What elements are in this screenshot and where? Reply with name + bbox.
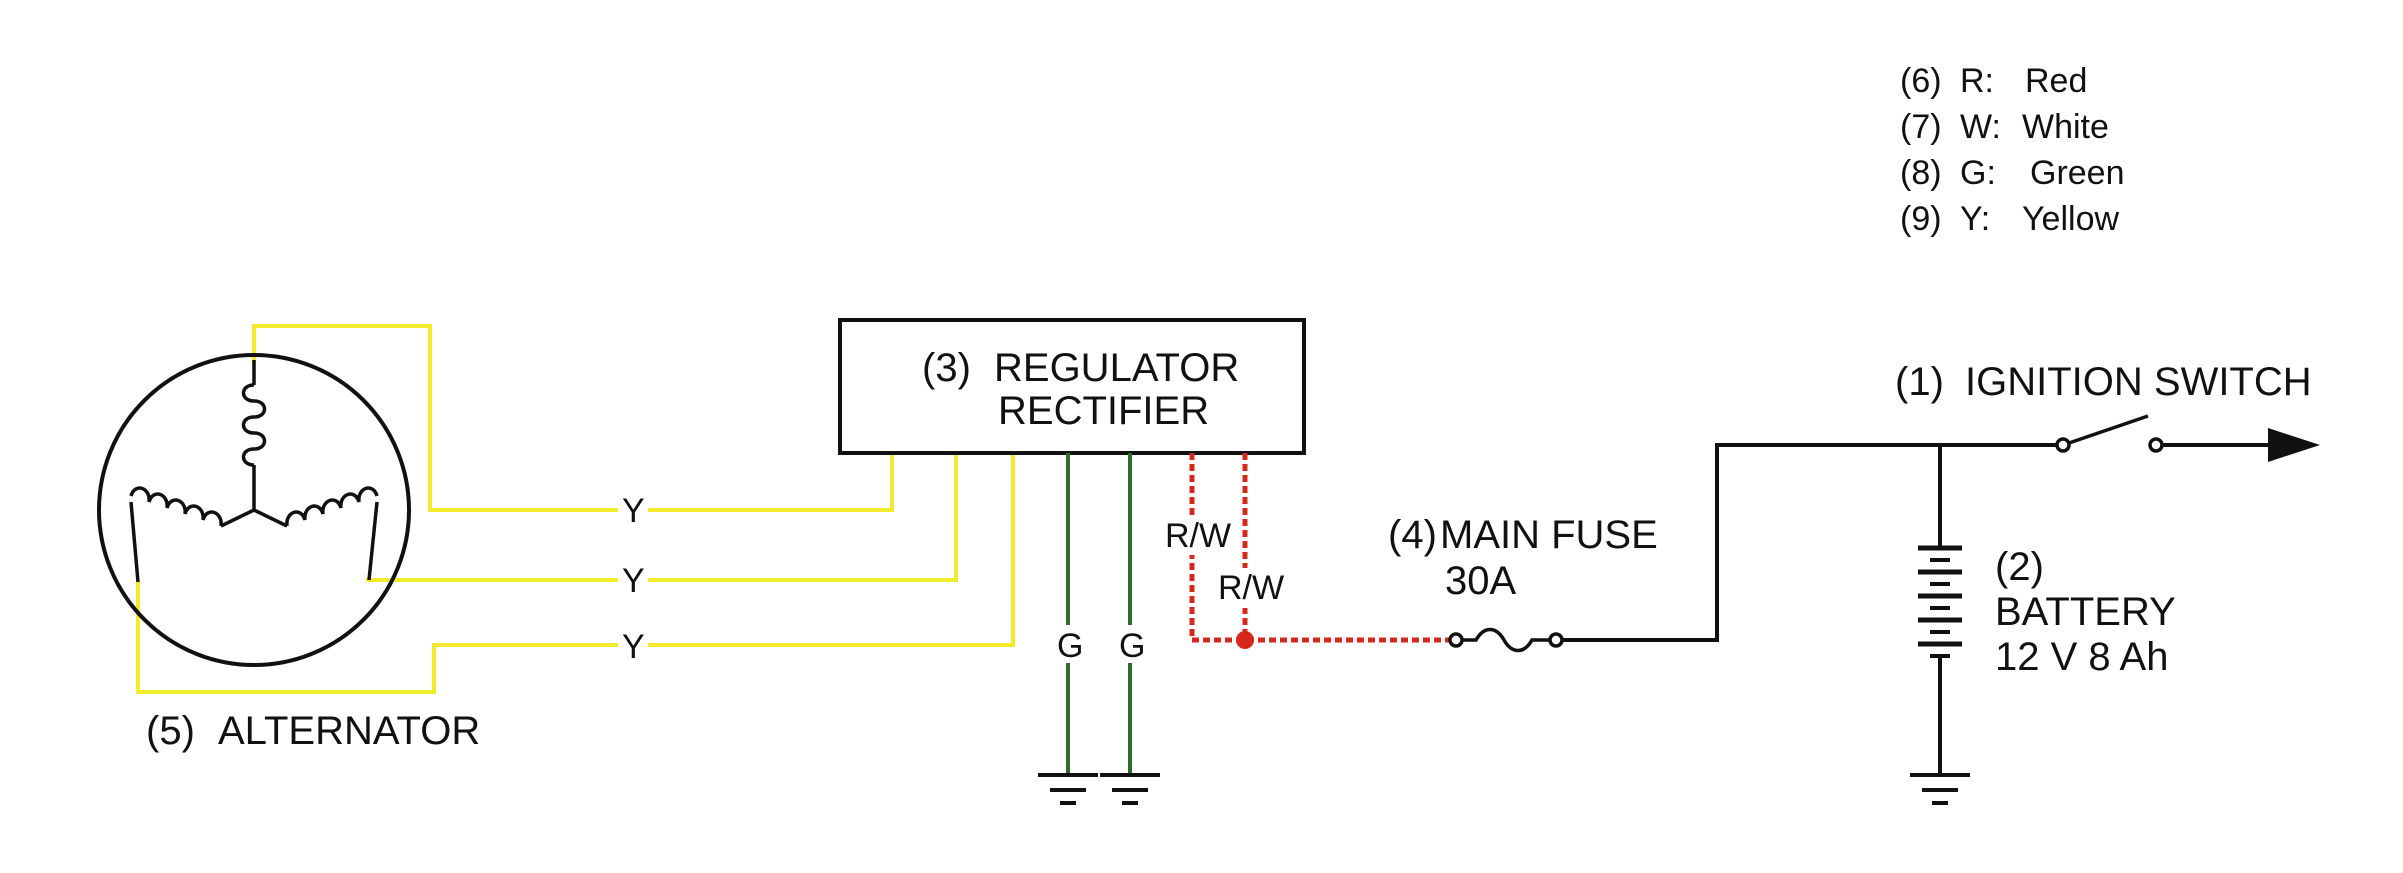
wire-label-red-white: R/W	[1218, 569, 1284, 607]
fuse-rating: 30A	[1445, 559, 1516, 603]
red-white-wire-1	[1189, 453, 1450, 643]
alternator	[97, 353, 411, 667]
alternator-coil-left	[129, 486, 223, 583]
arrow-right-icon	[2268, 428, 2320, 462]
ground-symbols	[1038, 773, 1970, 805]
ignition-label: IGNITION SWITCH	[1965, 360, 2312, 404]
alternator-coil-right	[285, 486, 379, 581]
battery-icon	[1918, 545, 1962, 658]
yellow-wire-2	[366, 452, 958, 582]
ignition-number: (1)	[1895, 360, 1944, 404]
yellow-wire-3	[136, 452, 1015, 694]
legend-code: W:	[1960, 108, 2001, 146]
battery-label: BATTERY	[1995, 590, 2176, 634]
ignition-switch[interactable]	[2055, 414, 2164, 453]
wire-labels: Y Y Y G G R/W R/W	[618, 490, 1284, 666]
black-wires	[1562, 443, 2270, 775]
red-white-junction	[1236, 631, 1254, 649]
wire-label-green: G	[1119, 627, 1145, 665]
legend-num: (8)	[1900, 154, 1942, 192]
yellow-wires	[136, 324, 1015, 694]
legend-num: (9)	[1900, 200, 1942, 238]
regulator-label-line2: RECTIFIER	[998, 389, 1209, 433]
wire-label-yellow: Y	[622, 562, 645, 600]
green-wires	[1066, 453, 1132, 775]
regulator-label-line1: REGULATOR	[994, 346, 1239, 390]
legend-code: G:	[1960, 154, 1996, 192]
alternator-number: (5)	[146, 709, 195, 753]
alternator-coil-top	[241, 360, 267, 467]
regulator-rectifier-box	[838, 318, 1306, 455]
battery-spec: 12 V 8 Ah	[1995, 635, 2168, 679]
legend-color-name: Green	[2030, 154, 2125, 192]
alternator-housing	[97, 353, 411, 667]
legend-num: (6)	[1900, 62, 1942, 100]
color-legend: (6) R: Red (7) W: White (8) G: Green (9)…	[1900, 62, 2125, 238]
fuse-label: MAIN FUSE	[1440, 513, 1658, 557]
red-white-wires	[1189, 453, 1450, 643]
legend-color-name: Red	[2025, 62, 2087, 100]
ground-icon	[1038, 773, 1098, 805]
wire-label-yellow: Y	[622, 492, 645, 530]
ground-icon	[1910, 773, 1970, 805]
wire-label-red-white: R/W	[1165, 517, 1231, 555]
regulator-number: (3)	[922, 346, 971, 390]
legend-color-name: Yellow	[2022, 200, 2119, 238]
wire-label-green: G	[1057, 627, 1083, 665]
alternator-label: ALTERNATOR	[218, 709, 480, 753]
main-fuse	[1448, 627, 1564, 653]
legend-code: R:	[1960, 62, 1994, 100]
legend-color-name: White	[2022, 108, 2109, 146]
fuse-icon	[1462, 627, 1550, 653]
yellow-wire-1	[252, 324, 894, 512]
battery-number: (2)	[1995, 545, 2044, 589]
fuse-number: (4)	[1388, 513, 1437, 557]
legend-code: Y:	[1960, 200, 1990, 238]
legend-num: (7)	[1900, 108, 1942, 146]
wire-label-yellow: Y	[622, 628, 645, 666]
ground-icon	[1100, 773, 1160, 805]
